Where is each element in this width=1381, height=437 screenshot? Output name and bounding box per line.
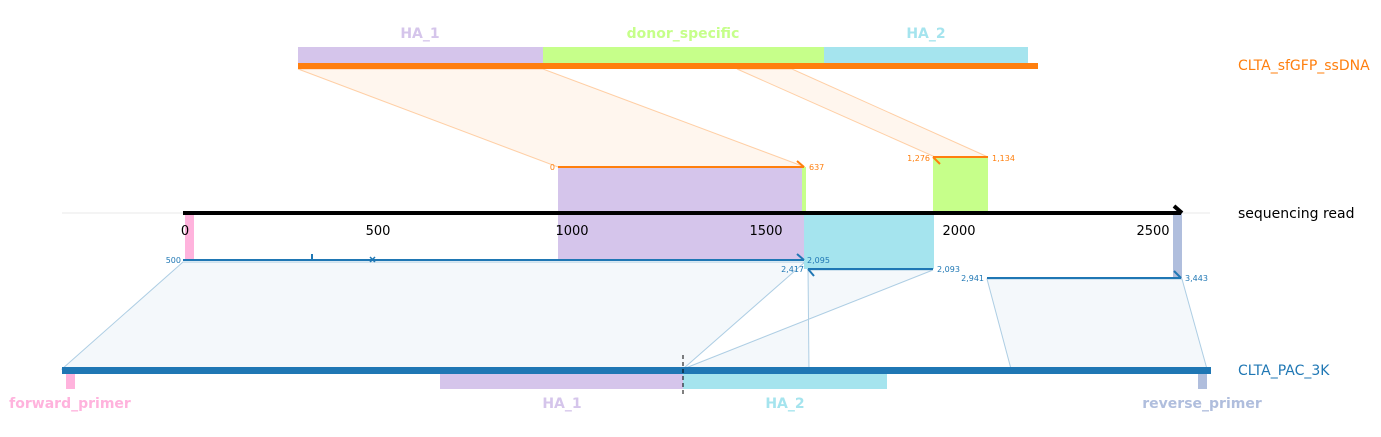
target-alignment-3-end: 3,443 [1185,274,1208,283]
donor-specific-feature [543,47,824,63]
target-ha1-label: HA_1 [542,396,581,412]
donor-alignment-1-end: 637 [809,163,824,172]
target-reverse-primer-feature [1198,374,1207,389]
read-reverse-primer-block [1173,213,1182,279]
target-sequence-label: CLTA_PAC_3K [1238,363,1330,379]
target-mapping-1 [60,261,807,370]
target-alignment-3-arrow [1173,270,1182,279]
donor-mapping-2 [736,68,989,158]
read-axis-arrow [1172,204,1184,215]
donor-ha2-feature [824,47,1028,63]
read-tick-label: 500 [366,224,391,239]
donor-mapping-1 [297,68,806,168]
donor-ha1-label: HA_1 [400,26,439,42]
donor-sequence-label: CLTA_sfGFP_ssDNA [1238,58,1370,74]
donor-alignment-2-end: 1,134 [992,154,1015,163]
donor-sequence-bar [298,63,1038,69]
donor-ha2-label: HA_2 [906,26,945,42]
target-alignment-3-start: 2,941 [961,274,984,283]
target-ha2-label: HA_2 [765,396,804,412]
read-tick-label: 0 [181,224,189,239]
target-sequence-bar [62,367,1211,374]
read-tick-label: 2000 [942,224,975,239]
read-tick-label: 1000 [555,224,588,239]
target-reverse-primer-label: reverse_primer [1142,396,1262,412]
target-alignment-2-start: 2,417 [781,265,804,274]
donor-specific-label: donor_specific [627,26,740,42]
donor-alignment-1-arrow [796,160,805,168]
target-alignment-1-arrow [796,253,805,261]
read-tick-label: 1500 [749,224,782,239]
target-ha2-feature [683,374,887,389]
target-alignment-1-end: 2,095 [807,256,830,265]
read-donor-specific-block [933,157,988,213]
target-mapping-3 [986,278,1208,370]
donor-ha1-feature [298,47,543,63]
read-forward-primer-block [185,213,194,260]
target-alignment-1-start: 500 [166,256,181,265]
target-alignment-2-arrow [807,268,815,277]
target-forward-primer-label: forward_primer [9,396,131,412]
donor-alignment-2-arrow [932,156,941,165]
donor-alignment-1-start: 0 [550,163,555,172]
donor-alignment-2-start: 1,276 [907,154,930,163]
target-forward-primer-feature [66,374,75,389]
read-ha2-block [804,213,934,269]
read-label: sequencing read [1238,206,1354,222]
target-alignment-1-mismatch-mark [369,256,376,263]
target-ha1-feature [440,374,683,389]
read-donor-specific-sliver [802,167,806,213]
read-tick-label: 2500 [1136,224,1169,239]
target-alignment-2-end: 2,093 [937,265,960,274]
